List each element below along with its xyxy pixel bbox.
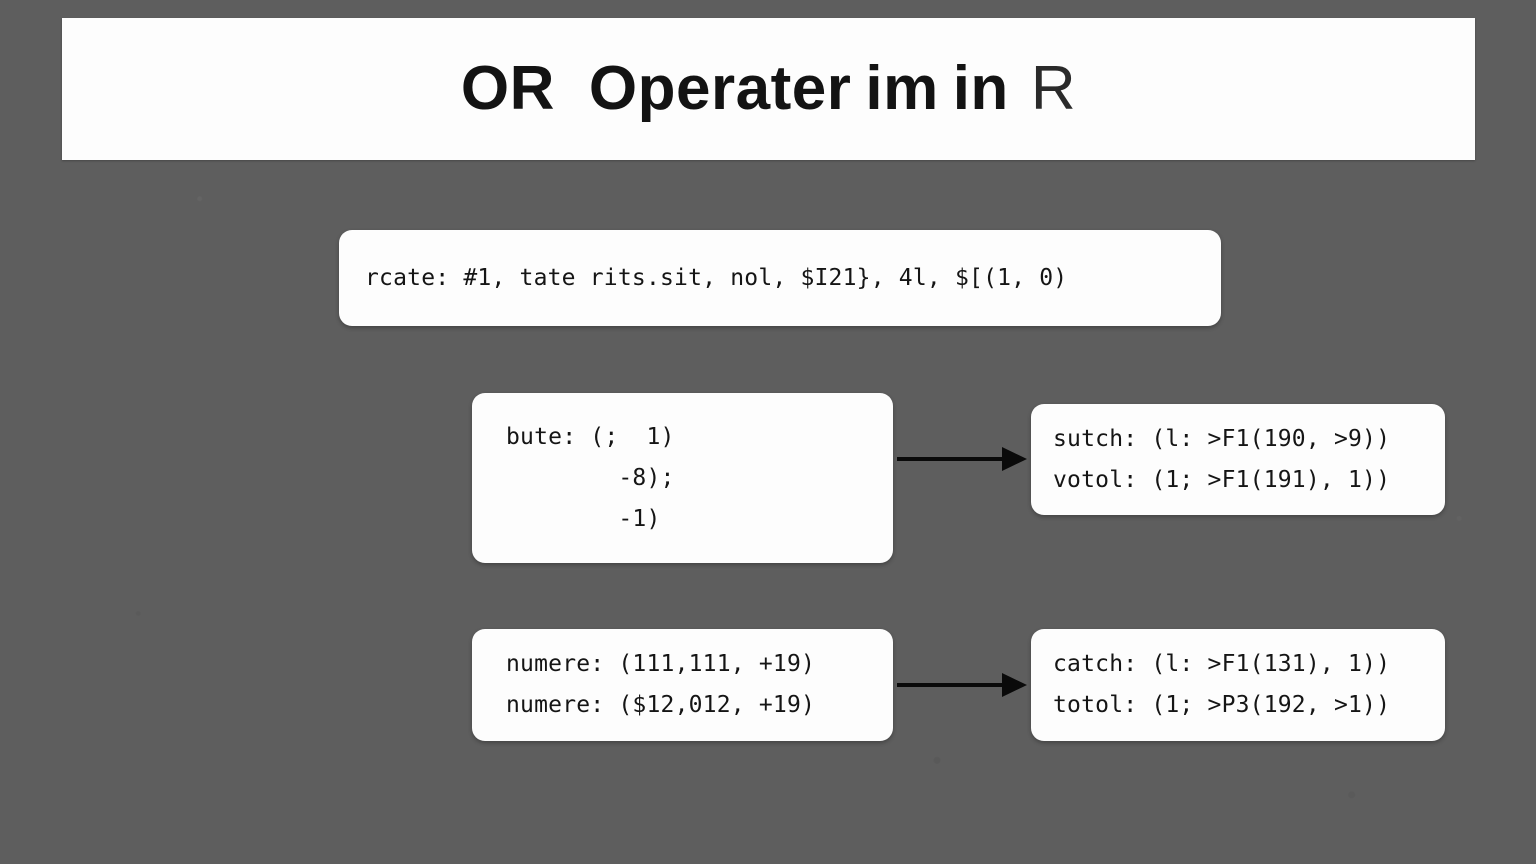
title-part-r: R: [1030, 54, 1077, 123]
title-part-operater: Operater: [588, 54, 852, 123]
code-line: rcate: #1, tate rits.sit, nol, $I21}, 4l…: [365, 264, 1068, 291]
code-line: sutch: (l: >F1(190, >9)): [1053, 425, 1391, 452]
title-part-or: OR: [460, 54, 555, 123]
code-line: catch: (l: >F1(131), 1)): [1053, 651, 1391, 677]
code-line: numere: ($12,012, +19): [506, 692, 816, 718]
code-card-row2-right: catch: (l: >F1(131), 1)) totol: (1; >P3(…: [1031, 629, 1445, 741]
code-card-row2-left: numere: (111,111, +19) numere: ($12,012,…: [472, 629, 893, 741]
title-banner: OR Operater im in R: [62, 18, 1475, 160]
code-card-row1-left: bute: (; 1) -8); -1): [472, 393, 893, 563]
code-line: votol: (1; >F1(191), 1)): [1053, 466, 1391, 493]
code-line: -1): [506, 505, 661, 532]
code-card-top: rcate: #1, tate rits.sit, nol, $I21}, 4l…: [339, 230, 1221, 326]
code-line: numere: (111,111, +19): [506, 651, 816, 677]
arrow-right-icon-row1: [897, 447, 1027, 471]
arrow-right-icon-row2: [897, 673, 1027, 697]
title-part-im: im: [865, 54, 939, 123]
code-card-row1-right: sutch: (l: >F1(190, >9)) votol: (1; >F1(…: [1031, 404, 1445, 515]
title-part-in: in: [952, 54, 1009, 123]
code-line: bute: (; 1): [506, 423, 675, 450]
page-title: OR Operater im in R: [461, 58, 1076, 120]
code-line: totol: (1; >P3(192, >1)): [1053, 692, 1391, 718]
code-line: -8);: [506, 464, 675, 491]
